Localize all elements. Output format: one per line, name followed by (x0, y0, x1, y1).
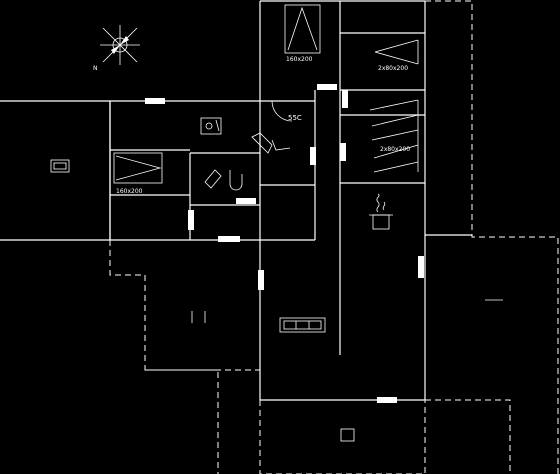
cooking-pot-icon (369, 193, 393, 230)
bed-icon-top (284, 4, 321, 54)
carport (0, 100, 111, 241)
car-icon (50, 159, 70, 173)
table-icon-left (191, 311, 206, 323)
bed-label-right-a: 2x80x200 (378, 65, 408, 72)
bed-label-right-b: 2x80x200 (380, 146, 410, 153)
sauna-door-swing (271, 100, 293, 122)
terraces (109, 0, 559, 474)
building-outline (109, 0, 472, 401)
bed-label-left: 160x200 (116, 188, 143, 195)
sofa-icon (279, 317, 326, 333)
sauna-label: 55C (288, 114, 302, 122)
doors (145, 84, 424, 403)
toilet-icon (251, 132, 291, 154)
bed-icon-right-b (369, 99, 419, 173)
washbasin-icon (200, 117, 222, 135)
bed-icon-right-a (374, 39, 419, 65)
shower-toilet-icon (204, 169, 243, 191)
bed-icon-left (113, 152, 163, 184)
chair-icon-bottom (340, 428, 355, 442)
bed-label-top: 160x200 (286, 56, 313, 63)
compass-label: N (93, 65, 98, 72)
compass-icon (100, 25, 140, 65)
